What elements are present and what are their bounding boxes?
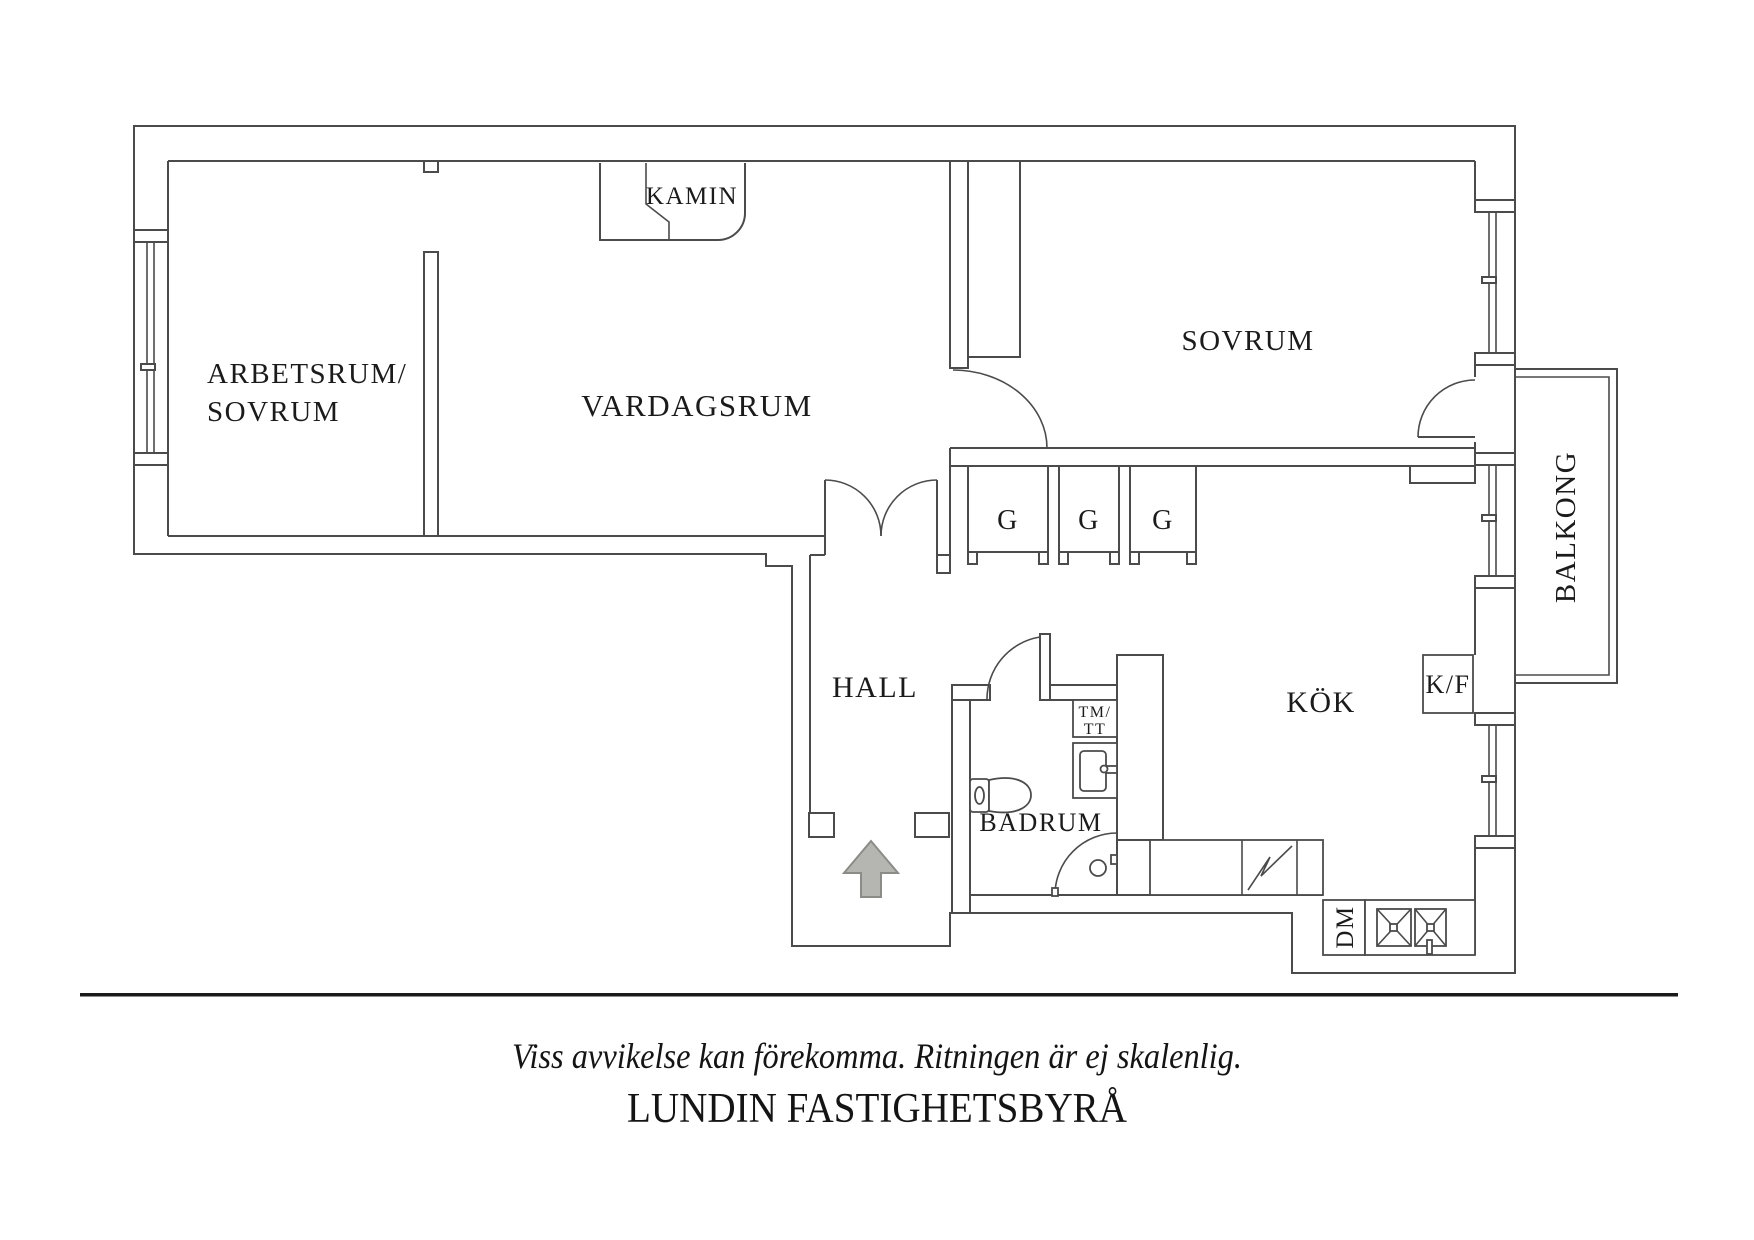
label-living-room: VARDAGSRUM (581, 388, 813, 423)
balcony-structure (1515, 368, 1618, 684)
kitchen-sink (1364, 899, 1476, 956)
label-workroom-line1: ARBETSRUM/ (207, 358, 407, 390)
shower (1051, 832, 1118, 897)
toilet (969, 777, 1032, 814)
fireplace-symbol (599, 163, 746, 241)
footer-separator (80, 993, 1678, 997)
window-kitchen-upper (1474, 452, 1516, 589)
interior-walls (423, 160, 1476, 914)
footer-disclaimer: Viss avvikelse kan förekomma. Ritningen … (512, 1036, 1242, 1076)
label-wardrobe-2: G (1078, 505, 1100, 536)
bathroom-sink (1072, 742, 1118, 799)
window-bedroom (1474, 199, 1516, 366)
washer-dryer-box (1072, 699, 1118, 738)
french-doors-living-hall (824, 479, 938, 555)
label-workroom-line2: SOVRUM (207, 396, 340, 428)
bathroom-door (986, 633, 1051, 701)
wardrobes (967, 465, 1197, 565)
kitchen-counter (1149, 839, 1324, 896)
entrance-arrow (841, 839, 901, 898)
bedroom-door (952, 369, 1048, 449)
label-bedroom: SOVRUM (1181, 325, 1314, 357)
footer: Viss avvikelse kan förekomma. Ritningen … (80, 993, 1678, 1132)
label-balcony: BALKONG (1550, 451, 1582, 603)
dishwasher-box (1322, 899, 1366, 956)
stove-symbol (1247, 845, 1293, 891)
window-workroom (133, 229, 169, 466)
label-wardrobe-1: G (997, 505, 1019, 536)
label-bathroom: BADRUM (979, 808, 1102, 837)
footer-brand: LUNDIN FASTIGHETSBYRÅ (627, 1086, 1128, 1132)
label-fireplace: KAMIN (646, 183, 738, 210)
label-washer-line2: TT (1084, 721, 1107, 738)
entrance (808, 812, 950, 898)
label-washer-line1: TM/ (1079, 704, 1112, 721)
label-wardrobe-3: G (1152, 505, 1174, 536)
fridge-freezer-box (1422, 654, 1474, 714)
window-kitchen-lower (1474, 712, 1516, 849)
balcony-door (1417, 379, 1476, 438)
label-hall: HALL (832, 671, 918, 704)
label-dishwasher: DM (1332, 905, 1359, 948)
label-kitchen: KÖK (1286, 686, 1356, 719)
label-fridge-freezer: K/F (1426, 670, 1471, 699)
